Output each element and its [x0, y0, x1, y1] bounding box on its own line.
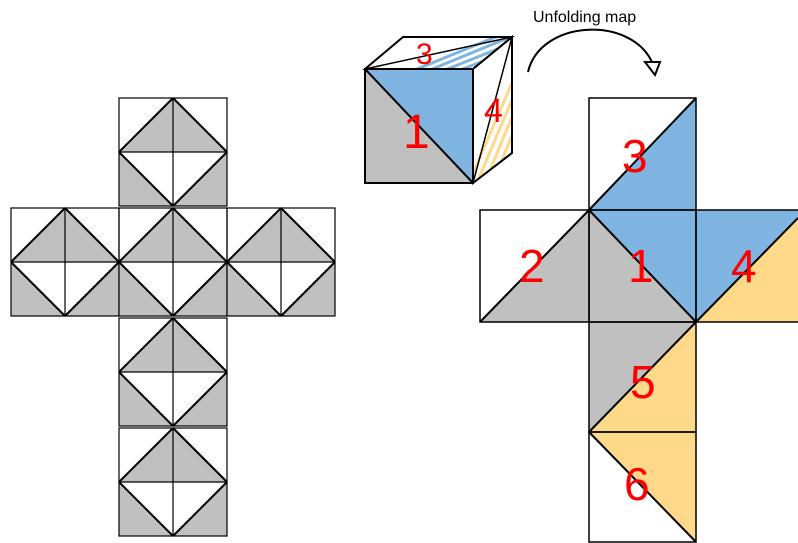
pattern-line: [172, 207, 228, 263]
pattern-line: [118, 317, 174, 373]
cube-label-right: 4: [484, 92, 503, 130]
pattern-line: [172, 151, 228, 207]
pattern-line: [10, 261, 66, 317]
net-label-6: 6: [624, 458, 650, 510]
arrow-head-icon: [642, 61, 662, 78]
net-label-4: 4: [731, 240, 757, 292]
pattern-line: [280, 261, 336, 317]
cube-top-diagonal: [364, 36, 513, 70]
pattern-line: [226, 261, 282, 317]
pattern-line: [172, 427, 228, 483]
pattern-line: [118, 427, 174, 483]
pattern-line: [172, 371, 228, 427]
pattern-line: [172, 261, 228, 317]
pattern-line: [118, 151, 174, 207]
cube-label-top: 3: [416, 38, 433, 71]
pattern-line: [10, 207, 66, 263]
pattern-line: [118, 207, 174, 263]
left-cross-pattern: [10, 97, 336, 537]
pattern-line: [64, 207, 120, 263]
pattern-line: [118, 371, 174, 427]
net-label-5: 5: [630, 356, 656, 408]
cube-right-diagonal: [472, 36, 513, 184]
cube-label-front: 1: [403, 106, 430, 159]
cube-illustration: 3 1 4: [362, 34, 515, 186]
curved-arrow-icon: [527, 28, 653, 73]
pattern-line: [118, 261, 174, 317]
pattern-line: [172, 317, 228, 373]
net-face-4-blue: [696, 210, 798, 322]
pattern-line: [172, 97, 228, 153]
pattern-line: [118, 97, 174, 153]
pattern-line: [226, 207, 282, 263]
diagram-title: Unfolding map: [533, 9, 636, 26]
net-label-1: 1: [628, 240, 654, 292]
pattern-line: [172, 481, 228, 537]
pattern-line: [280, 207, 336, 263]
pattern-line: [118, 481, 174, 537]
pattern-line: [64, 261, 120, 317]
cube-front-diagonal: [364, 68, 474, 184]
unfolded-net: 3 2 1 4 5 6: [479, 97, 798, 543]
net-label-3: 3: [622, 130, 648, 182]
net-label-2: 2: [519, 240, 545, 292]
